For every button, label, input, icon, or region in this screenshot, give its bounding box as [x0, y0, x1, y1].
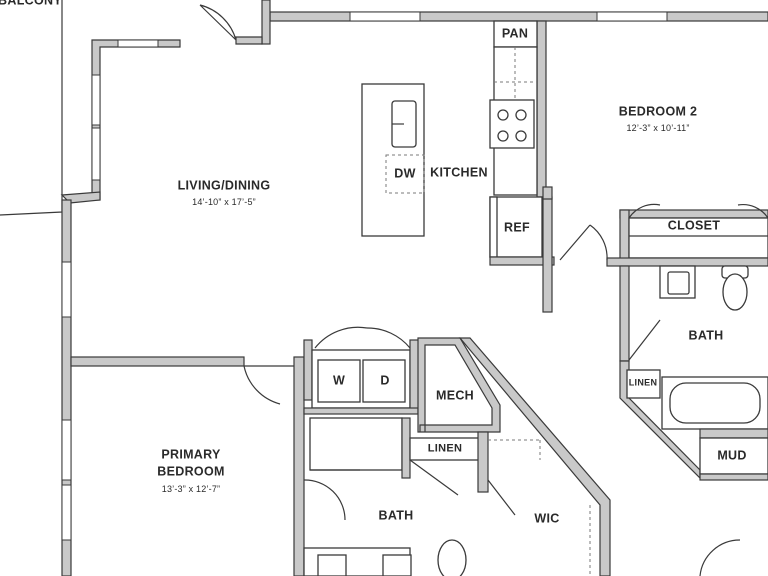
dishwasher-label: DW — [394, 166, 416, 181]
bedroom2-dimensions: 12’-3” x 10’-11” — [626, 123, 690, 133]
balcony-label: BALCONY — [0, 0, 62, 8]
primary-bath-label: BATH — [378, 508, 414, 523]
living-dining-dimensions: 14’-10” x 17’-5” — [192, 197, 256, 207]
kitchen-island — [361, 83, 425, 237]
mud-label: MUD — [717, 448, 747, 463]
primary-bedroom-dimensions: 13’-3” x 12’-7” — [161, 484, 221, 494]
bedroom2-walls — [559, 203, 768, 267]
washer-label: W — [332, 373, 346, 388]
core-walls — [70, 326, 741, 576]
bath2-label: BATH — [688, 328, 724, 343]
wic-label: WIC — [534, 511, 560, 526]
balcony-door — [199, 4, 237, 41]
linen1-label: LINEN — [427, 442, 463, 455]
primary-bedroom-label-line2: BEDROOM — [157, 464, 225, 479]
pantry-label: PAN — [501, 26, 529, 41]
primary-bedroom-label-line1: PRIMARY — [161, 447, 221, 462]
bath2-area — [619, 265, 768, 481]
windows — [61, 11, 668, 541]
living-dining-label: LIVING/DINING — [177, 178, 271, 193]
dryer-label: D — [380, 373, 390, 388]
mech-label: MECH — [435, 388, 475, 403]
bedroom2-label: BEDROOM 2 — [618, 104, 698, 119]
linen2-label: LINEN — [628, 377, 658, 388]
kitchen-label: KITCHEN — [430, 165, 488, 180]
kitchen-walls — [489, 20, 555, 313]
closet-label: CLOSET — [667, 218, 721, 233]
refrigerator-label: REF — [504, 220, 530, 235]
balcony-area — [0, 0, 63, 216]
